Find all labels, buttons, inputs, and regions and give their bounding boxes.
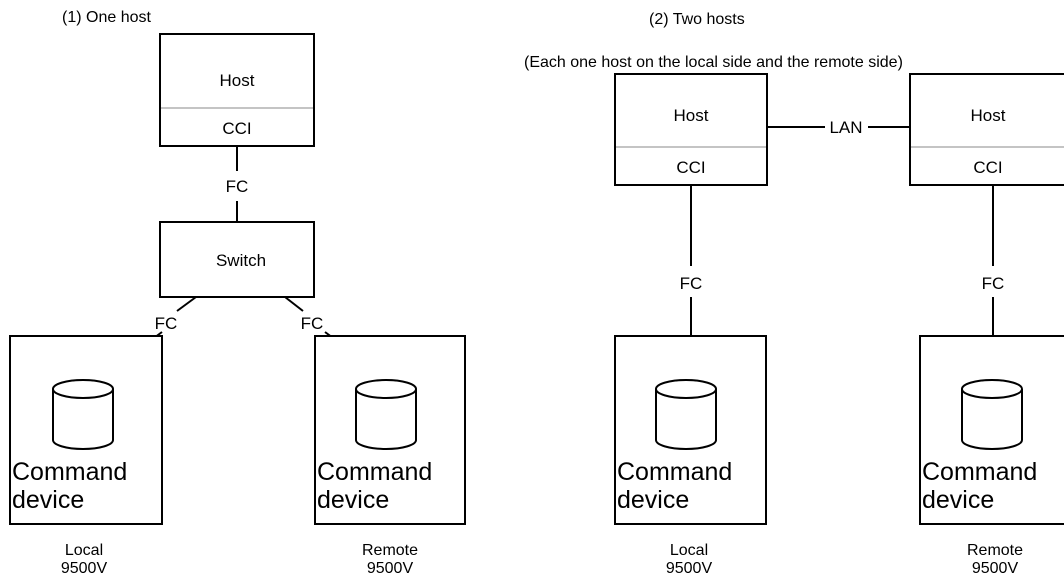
local-host-box [614,73,768,186]
remote-caption-1: Remote [362,542,418,559]
remote-caption-2: 9500V [367,560,414,577]
local-device-text-2: device [12,486,84,514]
two-hosts-section: (2) Two hosts (Each one host on the loca… [524,11,1064,577]
remote-fc-label: FC [982,274,1005,293]
remote-host-label: Host [971,106,1006,125]
local-caption-2: 9500V [61,560,108,577]
local-cci-label: CCI [676,158,705,177]
remote-device-text-1b: Command [922,458,1037,486]
disk-icon [655,379,717,450]
right-link-upper [284,296,304,312]
remote-device-text-2: device [317,486,389,514]
remote-caption-2b: 9500V [972,560,1019,577]
local-host-label: Host [674,106,709,125]
remote-device-text-1: Command [317,458,432,486]
local-device-text-2b: device [617,486,689,514]
local-fc-label: FC [680,274,703,293]
two-hosts-title: (2) Two hosts [649,11,745,28]
host-link-label: FC [226,177,249,196]
two-hosts-subtitle: (Each one host on the local side and the… [524,54,903,71]
disk-icon [52,379,114,450]
host-label: Host [220,71,255,90]
switch-box [159,221,315,298]
disk-icon [961,379,1023,450]
remote-host-box [909,73,1064,186]
disk-icon [355,379,417,450]
host-box [159,33,315,147]
local-caption-1b: Local [670,542,708,559]
switch-label: Switch [216,251,266,270]
left-link-upper [176,296,197,312]
lan-label: LAN [829,118,862,137]
remote-caption-1b: Remote [967,542,1023,559]
right-link-label: FC [301,314,324,333]
remote-cci-label: CCI [973,158,1002,177]
local-device-text-1: Command [12,458,127,486]
remote-device-text-2b: device [922,486,994,514]
local-caption-1: Local [65,542,103,559]
cci-label: CCI [222,119,251,138]
local-device-text-1b: Command [617,458,732,486]
local-caption-2b: 9500V [666,560,713,577]
one-host-section: (1) One host Host CCI FC Switch FC FC Co… [9,9,466,577]
one-host-title: (1) One host [62,9,151,26]
left-link-label: FC [155,314,178,333]
